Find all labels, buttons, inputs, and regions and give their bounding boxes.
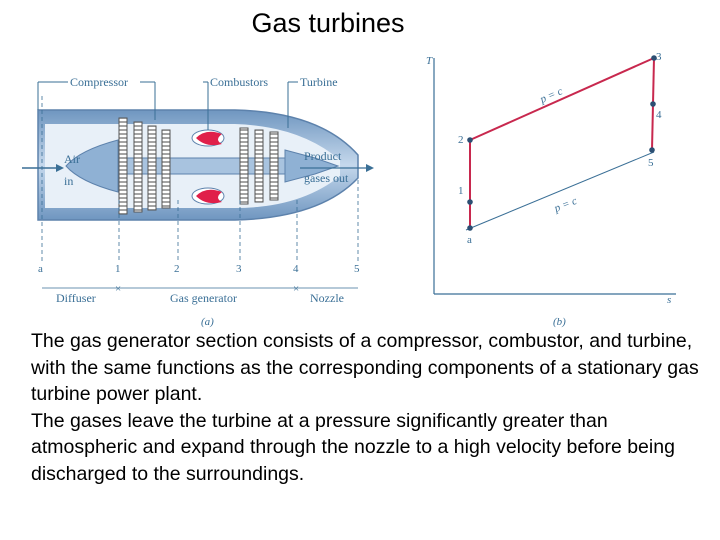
combustor-top	[191, 129, 225, 147]
point-a	[467, 225, 473, 231]
compressor-blades	[118, 117, 171, 215]
station-a: a	[38, 263, 43, 275]
ts-diagram: T s p = c p = c 3 4 5 2 1 a (b)	[426, 51, 676, 328]
tail-cone	[284, 149, 340, 183]
gas-generator-label: Gas generator	[170, 291, 237, 305]
station-1: 1	[115, 263, 121, 275]
turbine-label: Turbine	[300, 75, 338, 89]
station-4: 4	[293, 263, 299, 275]
point-4	[650, 101, 656, 107]
station-lines	[41, 96, 359, 262]
inlet-cone	[65, 139, 119, 193]
product-label-2: gases out	[304, 171, 349, 185]
gas-turbine-figure: Compressor Combustors Turbine Air in Pro…	[22, 51, 676, 328]
compressor-label: Compressor	[70, 75, 128, 89]
engine-diagram: Compressor Combustors Turbine Air in Pro…	[22, 75, 374, 328]
caption-a: (a)	[201, 316, 214, 328]
svg-text:×: ×	[293, 283, 299, 295]
isobar-low	[465, 151, 655, 231]
diffuser-label: Diffuser	[56, 291, 96, 305]
nozzle-label: Nozzle	[310, 291, 344, 305]
label-5: 5	[648, 157, 654, 169]
caption-b: (b)	[553, 316, 566, 328]
svg-text:×: ×	[115, 283, 121, 295]
paragraph-1: The gas generator section consists of a …	[31, 330, 699, 405]
air-in-label-2: in	[64, 174, 73, 188]
point-5	[649, 147, 655, 153]
body-text: The gas generator section consists of a …	[31, 328, 715, 487]
label-4: 4	[656, 109, 662, 121]
slide-title: Gas turbines	[251, 8, 405, 38]
isobar-label-bottom: p = c	[552, 195, 579, 215]
station-3: 3	[236, 263, 242, 275]
turbine-blades	[239, 127, 279, 205]
combustor-bottom	[191, 187, 225, 205]
product-label-1: Product	[304, 149, 342, 163]
label-3: 3	[656, 51, 662, 63]
label-1: 1	[458, 185, 464, 197]
combustors-label: Combustors	[210, 75, 268, 89]
point-1	[467, 199, 473, 205]
x-axis-label: s	[667, 294, 671, 306]
paragraph-2: The gases leave the turbine at a pressur…	[31, 409, 675, 485]
label-a: a	[467, 234, 472, 246]
point-2	[467, 137, 473, 143]
point-3	[651, 55, 657, 61]
station-5: 5	[354, 263, 360, 275]
label-2: 2	[458, 134, 464, 146]
y-axis-label: T	[426, 55, 433, 67]
air-in-label-1: Air	[64, 152, 80, 166]
station-2: 2	[174, 263, 180, 275]
